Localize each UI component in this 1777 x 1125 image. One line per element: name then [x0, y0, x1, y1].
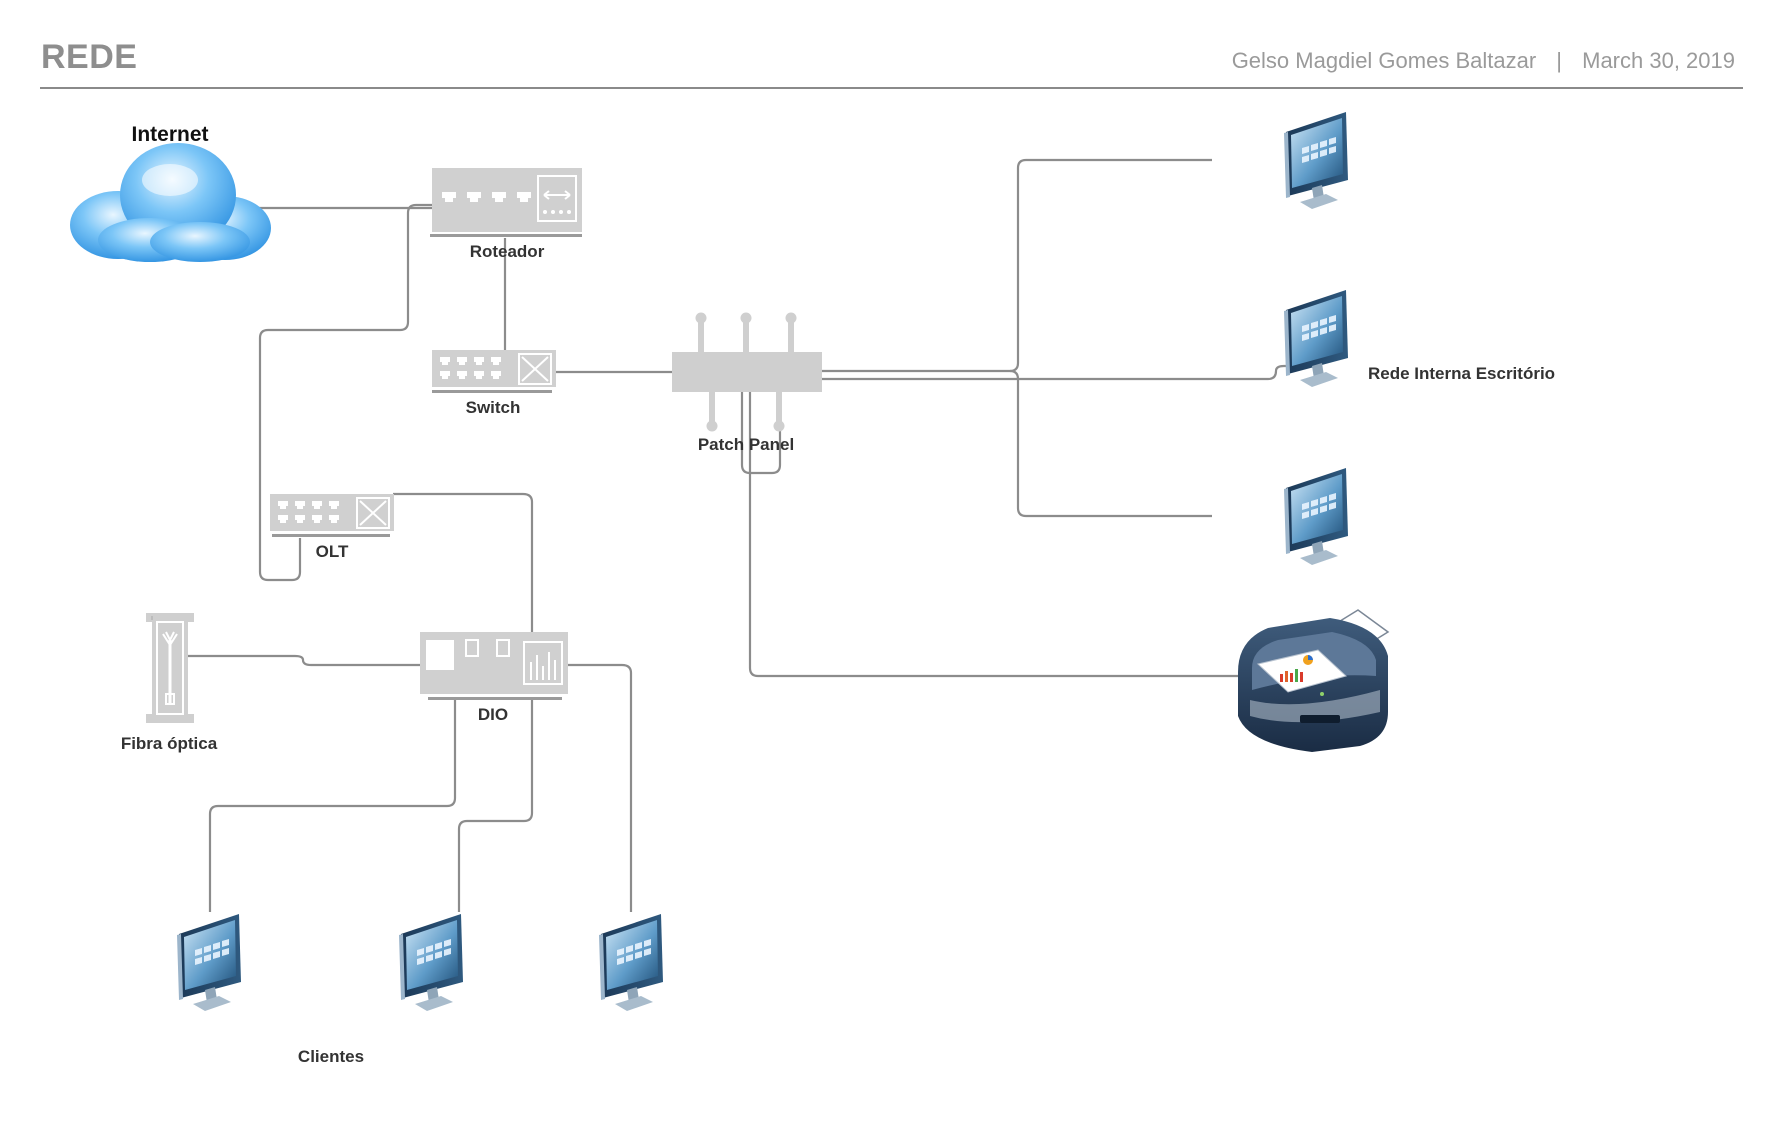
- link-patchpanel-pc-top: [822, 158, 1212, 373]
- label-dio: DIO: [477, 705, 509, 724]
- printer-icon: [1238, 609, 1390, 752]
- switch-icon: [432, 350, 556, 393]
- link-dio-client-1: [208, 700, 457, 912]
- label-office-network: Rede Interna Escritório: [1368, 364, 1556, 383]
- office-computer-3-icon: [1284, 468, 1348, 565]
- label-clients: Clientes: [297, 1047, 365, 1066]
- patch-panel-icon: [672, 312, 822, 432]
- label-router: Roteador: [469, 242, 545, 261]
- author-name: Gelso Magdiel Gomes Baltazar: [1231, 48, 1537, 73]
- link-dio-client-2: [457, 700, 534, 912]
- client-computer-1-icon: [177, 914, 241, 1011]
- page-title: REDE: [41, 38, 138, 76]
- dio-icon: [420, 632, 568, 700]
- office-computer-1-icon: [1284, 112, 1348, 209]
- label-fiber-optic: Fibra óptica: [120, 734, 218, 753]
- office-computer-2-icon: [1284, 290, 1348, 387]
- label-olt: OLT: [315, 542, 349, 561]
- label-patch-panel: Patch Panel: [697, 435, 795, 454]
- client-computer-2-icon: [399, 914, 463, 1011]
- fiber-optic-icon: [146, 613, 194, 723]
- label-switch: Switch: [465, 398, 521, 417]
- link-dio-client-3: [568, 663, 633, 912]
- label-internet: Internet: [131, 123, 209, 146]
- header-divider: [40, 87, 1743, 89]
- cloud-icon: [70, 143, 271, 262]
- olt-icon: [270, 494, 394, 537]
- meta-separator: |: [1556, 48, 1562, 73]
- router-icon: [430, 168, 582, 237]
- document-date: March 30, 2019: [1582, 48, 1735, 73]
- link-router-olt: [258, 203, 432, 582]
- link-olt-dio: [393, 492, 534, 632]
- link-patchpanel-pc-bottom: [1009, 369, 1212, 518]
- client-computer-3-icon: [599, 914, 663, 1011]
- link-fiber-dio: [186, 654, 420, 667]
- link-patchpanel-printer-run: [748, 380, 1240, 678]
- link-patchpanel-pc-middle: [822, 364, 1290, 381]
- connection-lines: [186, 158, 1290, 912]
- page-meta: Gelso Magdiel Gomes Baltazar | March 30,…: [1232, 48, 1735, 74]
